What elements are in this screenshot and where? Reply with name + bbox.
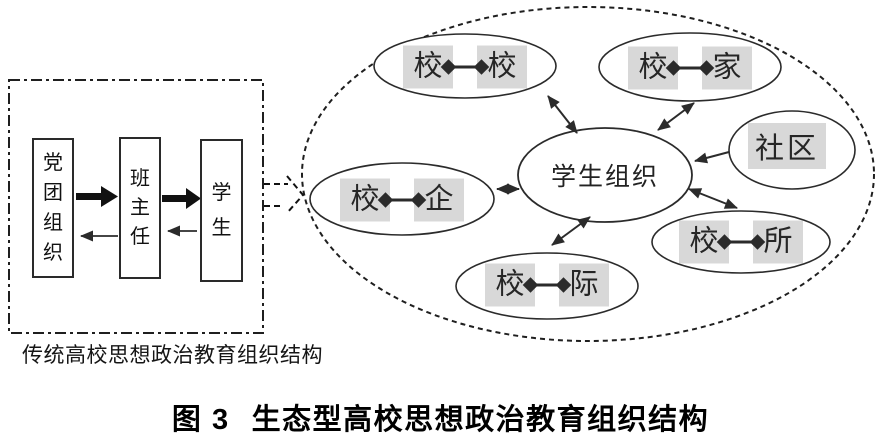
link-bar [727, 240, 755, 244]
node-student: 学生 [200, 139, 243, 282]
arrow-community-to-center [694, 151, 730, 164]
diamond-endpoint [522, 277, 539, 293]
pair-right-box: 所 [753, 220, 803, 264]
arrow-center-school-family [657, 102, 695, 131]
pair-right-label: 校 [487, 50, 517, 83]
diamond-link [377, 192, 427, 208]
pair-school-family: 校 家 [628, 46, 752, 90]
node-party-league-organization: 党团组织 [32, 138, 74, 278]
traditional-boundary-rect [8, 79, 264, 334]
diamond-endpoint [555, 277, 572, 293]
diamond-endpoint [716, 234, 733, 250]
diamond-endpoint [665, 60, 682, 76]
pair-left-label: 校 [413, 50, 443, 83]
arrow-center-school-institute [688, 188, 738, 209]
diamond-endpoint [377, 192, 394, 208]
dashed-transition-arrow [264, 175, 305, 214]
figure-number: 图 3 [171, 404, 230, 436]
ecosystem-boundary-ellipse [301, 6, 875, 342]
pair-left-label: 校 [495, 268, 525, 301]
community-node: 社区 [748, 123, 826, 169]
pair-right-box: 企 [414, 178, 464, 222]
pair-school-enterprise: 校 企 [340, 178, 464, 222]
diamond-link [716, 234, 766, 250]
pair-left-label: 校 [689, 225, 719, 258]
diamond-endpoint [749, 234, 766, 250]
pair-school-interschool: 校 际 [485, 263, 609, 307]
arrow-center-school-school [547, 95, 578, 134]
diamond-endpoint [473, 59, 490, 75]
thick-arrow-teacher-to-student [162, 188, 201, 209]
link-bar [533, 283, 561, 287]
student-organization-ellipse [517, 127, 693, 223]
pair-right-box: 家 [702, 46, 752, 90]
pair-left-box: 校 [340, 178, 390, 222]
traditional-structure-caption: 传统高校思想政治教育组织结构 [22, 343, 323, 367]
diamond-endpoint [698, 60, 715, 76]
link-bar [676, 66, 704, 70]
link-bar [388, 198, 416, 202]
pair-left-label: 校 [638, 51, 668, 84]
pair-left-box: 校 [679, 220, 729, 264]
diamond-endpoint [410, 192, 427, 208]
pair-right-label: 所 [763, 225, 793, 258]
diamond-link [665, 60, 715, 76]
figure-caption: 图 3 生态型高校思想政治教育组织结构 [0, 396, 881, 438]
pair-right-label: 际 [569, 268, 599, 301]
arrow-center-school-interschool [551, 216, 591, 246]
node-class-teacher: 班主任 [119, 137, 161, 279]
pair-right-label: 家 [712, 51, 742, 84]
diamond-endpoint [440, 59, 457, 75]
link-bar [451, 65, 479, 69]
student-organization-label: 学生组织 [550, 164, 660, 191]
diamond-link [440, 59, 490, 75]
pair-left-label: 校 [350, 183, 380, 216]
diamond-link [522, 277, 572, 293]
figure-title: 生态型高校思想政治教育组织结构 [251, 404, 710, 436]
pair-right-label: 企 [424, 183, 454, 216]
pair-school-institute: 校 所 [679, 220, 803, 264]
pair-school-school: 校 校 [403, 45, 527, 89]
pair-right-box: 校 [477, 45, 527, 89]
thick-arrow-party-to-teacher [76, 186, 118, 207]
